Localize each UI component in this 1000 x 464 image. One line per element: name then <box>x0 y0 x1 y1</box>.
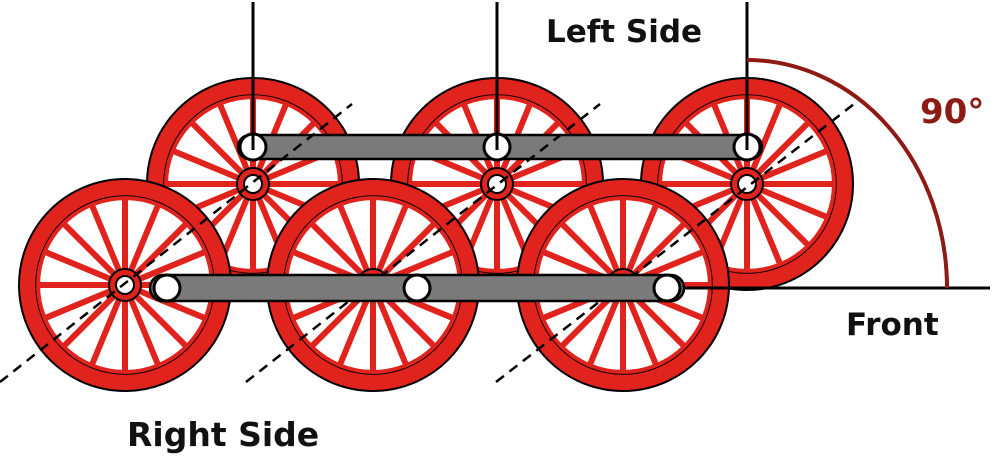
dashed-line-1 <box>0 103 353 383</box>
front-label: Front <box>846 307 939 343</box>
angle-arc <box>746 58 949 289</box>
left-side-coupling-rod <box>236 132 764 162</box>
right-side-label: Right Side <box>127 415 320 454</box>
lower-crank-pin-2 <box>402 273 432 303</box>
dashed-line-2 <box>245 103 601 383</box>
right-wheel-1 <box>18 178 232 392</box>
lower-crank-pin-3 <box>652 273 682 303</box>
left-side-label: Left Side <box>546 14 703 50</box>
angle-indicator <box>684 58 990 290</box>
phase-dashed-lines <box>0 103 855 383</box>
dashed-line-3 <box>495 103 855 383</box>
lower-crank-pin-1 <box>152 273 182 303</box>
right-side-coupling-rod <box>148 273 686 303</box>
crank-vertical-lines <box>251 2 749 150</box>
angle-label: 90° <box>920 92 985 132</box>
